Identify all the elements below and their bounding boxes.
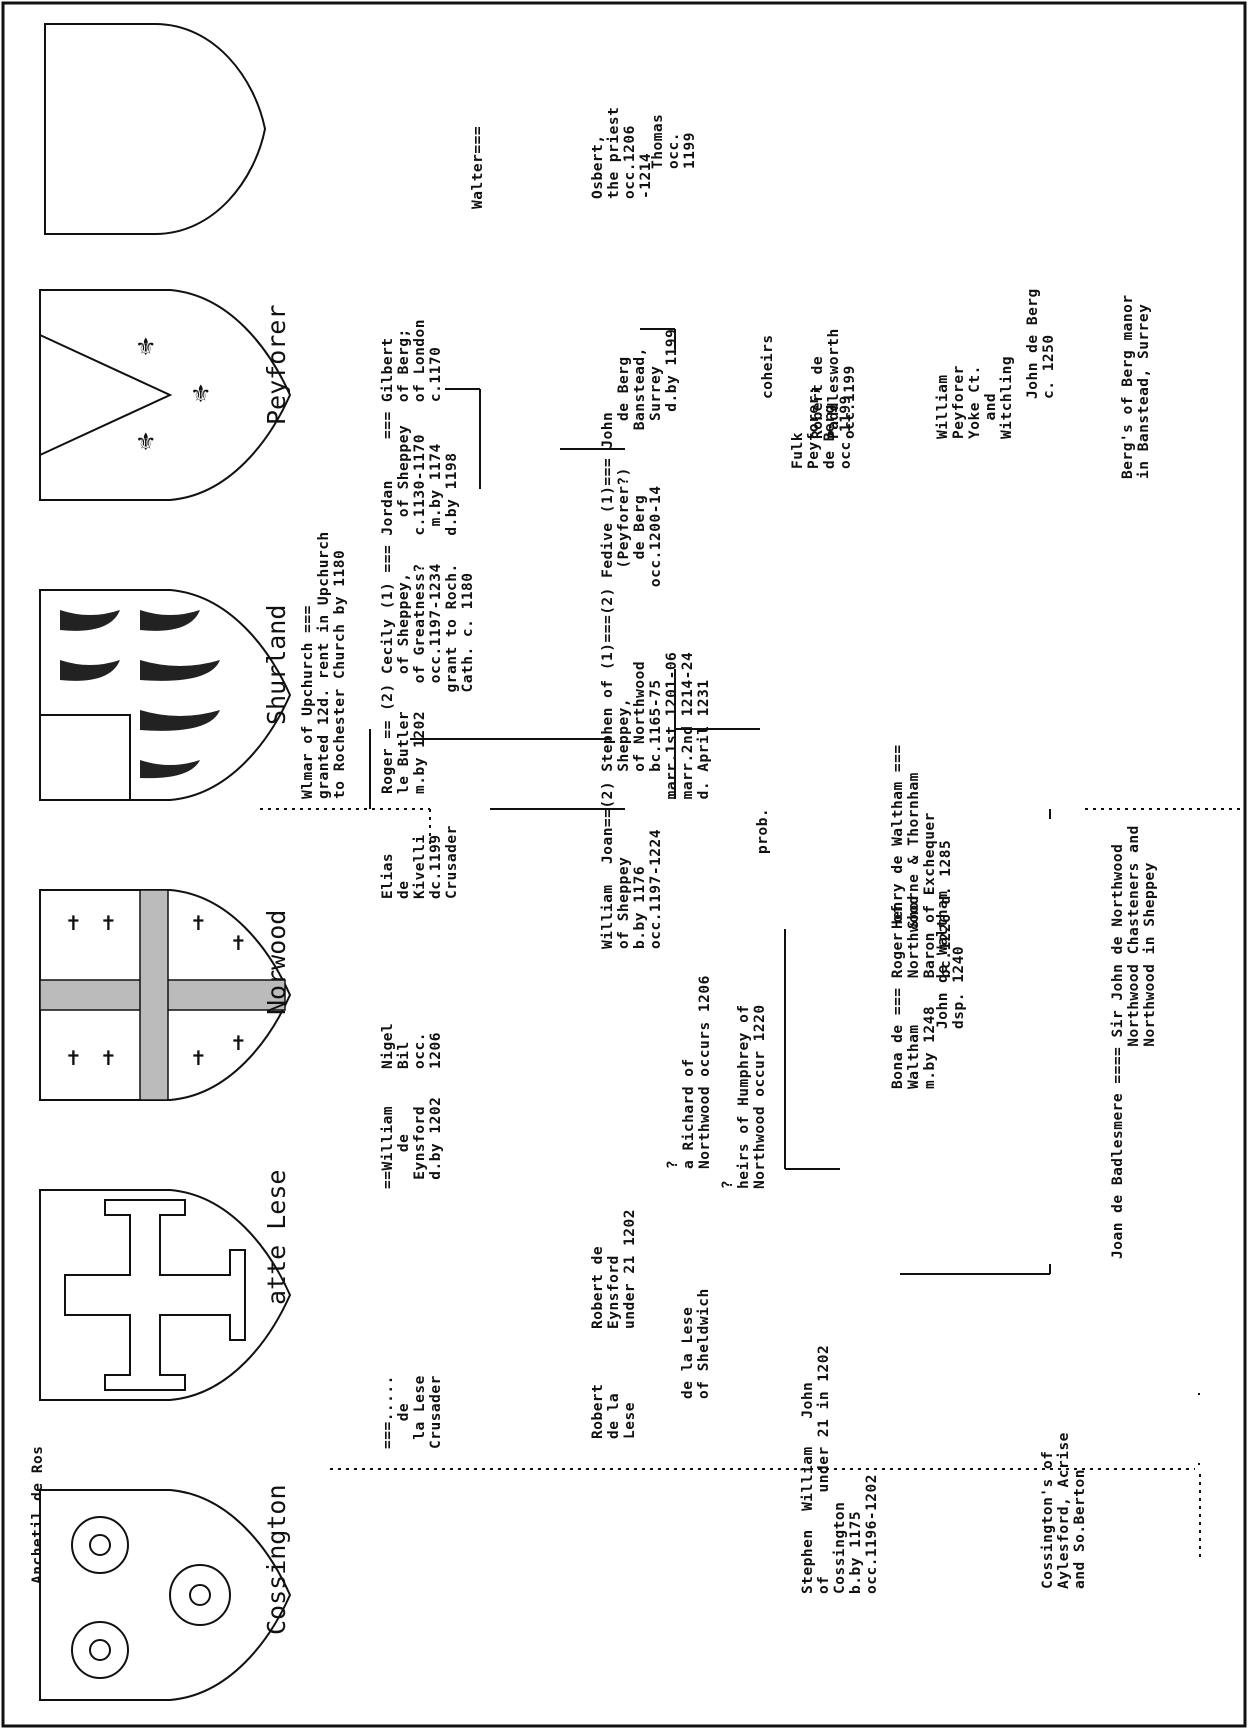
atte-lese-shield-art	[40, 1190, 290, 1400]
svg-text:⚜: ⚜	[135, 428, 157, 456]
svg-text:✝: ✝	[190, 911, 207, 935]
cossington-shield-art	[40, 1490, 290, 1700]
atte-lese-label: atte Lese	[262, 1170, 291, 1305]
svg-text:⚜: ⚜	[190, 380, 212, 408]
svg-text:⚜: ⚜	[135, 333, 157, 361]
svg-text:✝: ✝	[100, 911, 117, 935]
svg-text:✝: ✝	[230, 931, 247, 955]
cossington-label: Cossington	[262, 1484, 291, 1635]
shurland-shield-art	[40, 590, 290, 800]
svg-text:✝: ✝	[230, 1031, 247, 1055]
norwood-label: Norwood	[262, 910, 291, 1015]
norwood-shield-art: ✝ ✝ ✝ ✝ ✝ ✝ ✝ ✝	[40, 890, 290, 1100]
shurland-label: Shurland	[262, 605, 291, 725]
svg-text:✝: ✝	[65, 1046, 82, 1070]
svg-text:✝: ✝	[190, 1046, 207, 1070]
svg-text:✝: ✝	[65, 911, 82, 935]
svg-text:✝: ✝	[100, 1046, 117, 1070]
peyforer-shield-art: ⚜ ⚜ ⚜	[40, 290, 290, 500]
peyforer-label: Peyforer	[262, 305, 291, 425]
